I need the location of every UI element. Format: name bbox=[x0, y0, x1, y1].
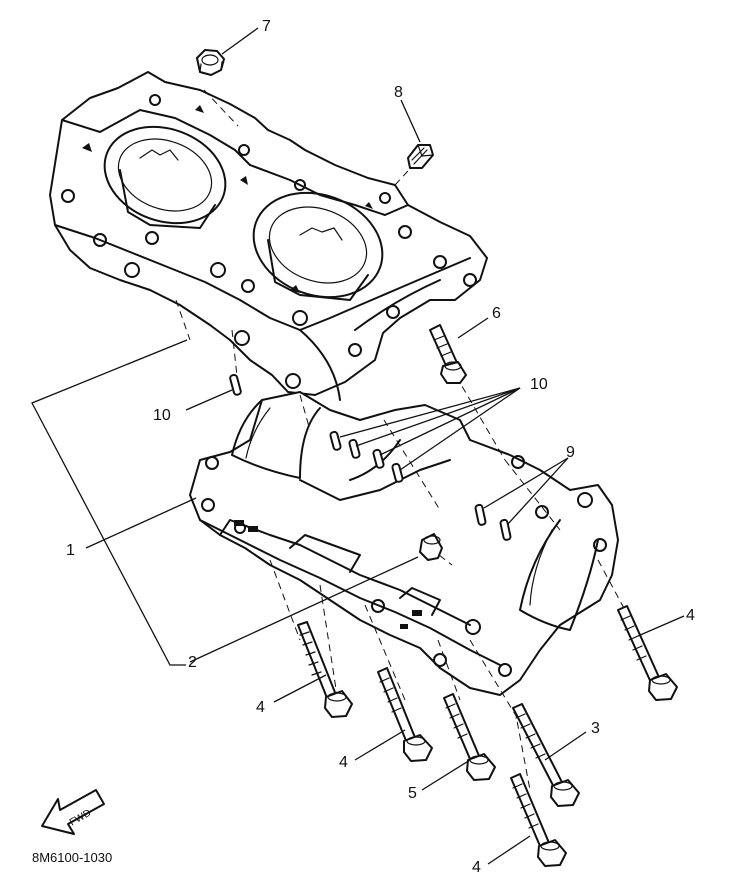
stud-part-8 bbox=[407, 144, 434, 169]
bolt-part-4-bottom bbox=[510, 773, 567, 867]
callout-5: 5 bbox=[408, 785, 417, 802]
callout-10-right: 10 bbox=[530, 376, 548, 393]
callout-6: 6 bbox=[492, 305, 501, 322]
nut-part-7 bbox=[196, 49, 225, 76]
callout-9: 9 bbox=[566, 444, 575, 461]
callout-10-left: 10 bbox=[153, 407, 171, 424]
callout-4-right: 4 bbox=[686, 607, 695, 624]
callout-4-middle: 4 bbox=[339, 754, 348, 771]
callout-8: 8 bbox=[394, 84, 403, 101]
callout-4-left: 4 bbox=[256, 699, 265, 716]
callout-7: 7 bbox=[262, 18, 271, 35]
callout-1: 1 bbox=[66, 542, 75, 559]
callout-labels: 7 8 6 10 10 9 1 2 4 4 4 5 3 4 bbox=[66, 18, 695, 876]
callout-4-bottom: 4 bbox=[472, 859, 481, 876]
bolt-part-4-right bbox=[617, 605, 678, 701]
dowel-pins-part-10 bbox=[229, 373, 404, 483]
callout-2: 2 bbox=[188, 654, 197, 671]
forward-direction-arrow: FWD bbox=[41, 789, 105, 835]
bolt-part-6 bbox=[429, 324, 467, 384]
leader-lines bbox=[31, 27, 685, 865]
callout-3: 3 bbox=[591, 720, 600, 737]
bolt-part-3 bbox=[512, 703, 580, 807]
bolt-part-4-left bbox=[297, 621, 353, 718]
pins-part-9 bbox=[474, 503, 512, 541]
plug-part-2 bbox=[419, 533, 443, 561]
bolt-part-4-middle bbox=[377, 667, 433, 762]
bolt-part-5 bbox=[443, 693, 496, 781]
upper-crankcase bbox=[49, 71, 488, 401]
diagram-code: 8M6100-1030 bbox=[32, 850, 112, 865]
lower-crankcase bbox=[189, 391, 619, 696]
